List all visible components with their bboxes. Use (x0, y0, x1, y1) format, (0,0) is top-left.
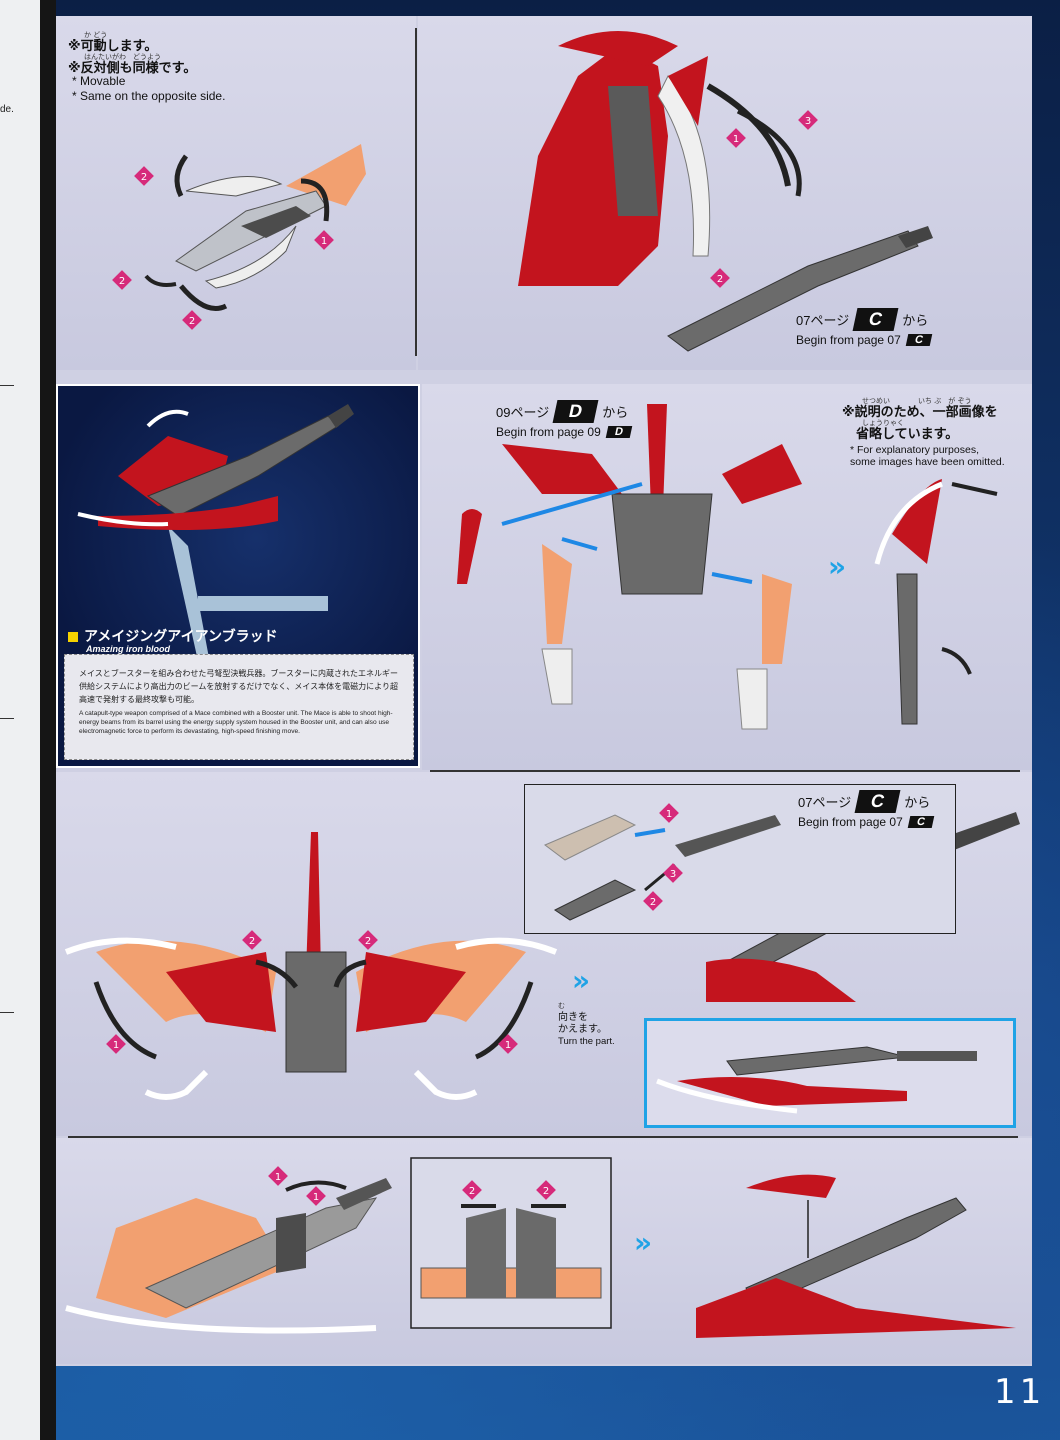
feature-box-amazing-iron-blood: アメイジングアイアンブラッド Amazing iron blood メイスとブー… (56, 384, 420, 768)
step-number-3-badge: 3 (798, 110, 818, 130)
next-step-chevron: » (572, 964, 591, 997)
svg-text:1: 1 (505, 1040, 511, 1051)
panel-divider (415, 28, 417, 356)
edge-rule (0, 1012, 14, 1013)
svg-text:2: 2 (141, 172, 147, 183)
svg-text:2: 2 (717, 274, 723, 285)
step-number-2-badge: 2 (462, 1180, 482, 1200)
step-number-1-badge: 1 (726, 128, 746, 148)
step-number-1-badge: 1 (106, 1034, 126, 1054)
step-number-2-badge: 2 (358, 930, 378, 950)
step-number-2-badge: 2 (242, 930, 262, 950)
edge-rule (0, 718, 14, 719)
feature-title: アメイジングアイアンブラッド (68, 626, 278, 646)
svg-text:1: 1 (733, 134, 739, 145)
mace-detail-illustration (544, 814, 781, 921)
mace-detail-box: 1 3 2 (524, 784, 956, 934)
step-panel-claw: か どう ※可動します。 はんたいがわ どうよう ※反対側も同様です。 * Mo… (56, 16, 416, 370)
svg-text:1: 1 (113, 1040, 119, 1051)
left-page-edge: de. (0, 0, 40, 1440)
step-number-2-badge: 2 (112, 270, 132, 290)
weapon-display-illustration (77, 404, 354, 706)
svg-text:3: 3 (805, 116, 811, 127)
result-box (644, 1018, 1016, 1128)
svg-text:2: 2 (249, 936, 255, 947)
step-number-1-badge: 1 (498, 1034, 518, 1054)
step-number-2-badge: 2 (134, 166, 154, 186)
step-number-2-badge: 2 (710, 268, 730, 288)
movable-note: か どう ※可動します。 はんたいがわ どうよう ※反対側も同様です。 (68, 31, 197, 76)
step-number-1-badge: 1 (314, 230, 334, 250)
svg-text:3: 3 (670, 869, 676, 880)
step-number-2-badge: 2 (182, 310, 202, 330)
svg-text:2: 2 (189, 316, 195, 327)
binding-gutter (40, 0, 56, 1440)
torso-illustration (518, 31, 933, 352)
step-number-2-badge: 2 (643, 891, 663, 911)
movable-note-en: * Movable * Same on the opposite side. (72, 74, 226, 103)
svg-text:2: 2 (543, 1186, 549, 1197)
turn-part-note: む 向きを かえます。 Turn the part. (558, 1002, 615, 1047)
panel-divider (68, 1136, 1018, 1138)
svg-text:1: 1 (313, 1192, 319, 1203)
feature-description: メイスとブースターを組み合わせた弓弩型決戦兵器。ブースターに内蔵されたエネルギー… (64, 654, 414, 760)
omitted-note: せつめい いち ぶ が ぞう ※説明のため、一部画像を しょうりゃく 省略してい… (842, 397, 998, 442)
result-illustration (656, 1046, 977, 1114)
svg-text:1: 1 (321, 236, 327, 247)
final-illustration (65, 1157, 1016, 1338)
wing-detach-illustration (457, 404, 998, 730)
panel-divider (430, 770, 1020, 772)
step-number-1-badge: 1 (268, 1166, 288, 1186)
svg-text:2: 2 (119, 276, 125, 287)
svg-text:1: 1 (666, 809, 672, 820)
svg-text:1: 1 (275, 1172, 281, 1183)
step-panel-final: 1 1 2 2 » (56, 1138, 1032, 1364)
step-number-1-badge: 1 (306, 1186, 326, 1206)
claw-illustration (144, 144, 366, 311)
svg-text:2: 2 (650, 897, 656, 908)
omitted-note-en: * For explanatory purposes, some images … (850, 444, 1005, 468)
next-step-chevron: » (828, 550, 847, 583)
feature-subtitle: Amazing iron blood (86, 644, 170, 654)
step-number-3-badge: 3 (663, 863, 683, 883)
step-number-1-badge: 1 (659, 803, 679, 823)
svg-text:2: 2 (365, 936, 371, 947)
next-step-chevron: » (634, 1226, 653, 1259)
step-number-2-badge: 2 (536, 1180, 556, 1200)
left-edge-fragment: de. (0, 104, 14, 115)
edge-rule (0, 385, 14, 386)
svg-text:2: 2 (469, 1186, 475, 1197)
page-number: 11 (994, 1372, 1046, 1412)
